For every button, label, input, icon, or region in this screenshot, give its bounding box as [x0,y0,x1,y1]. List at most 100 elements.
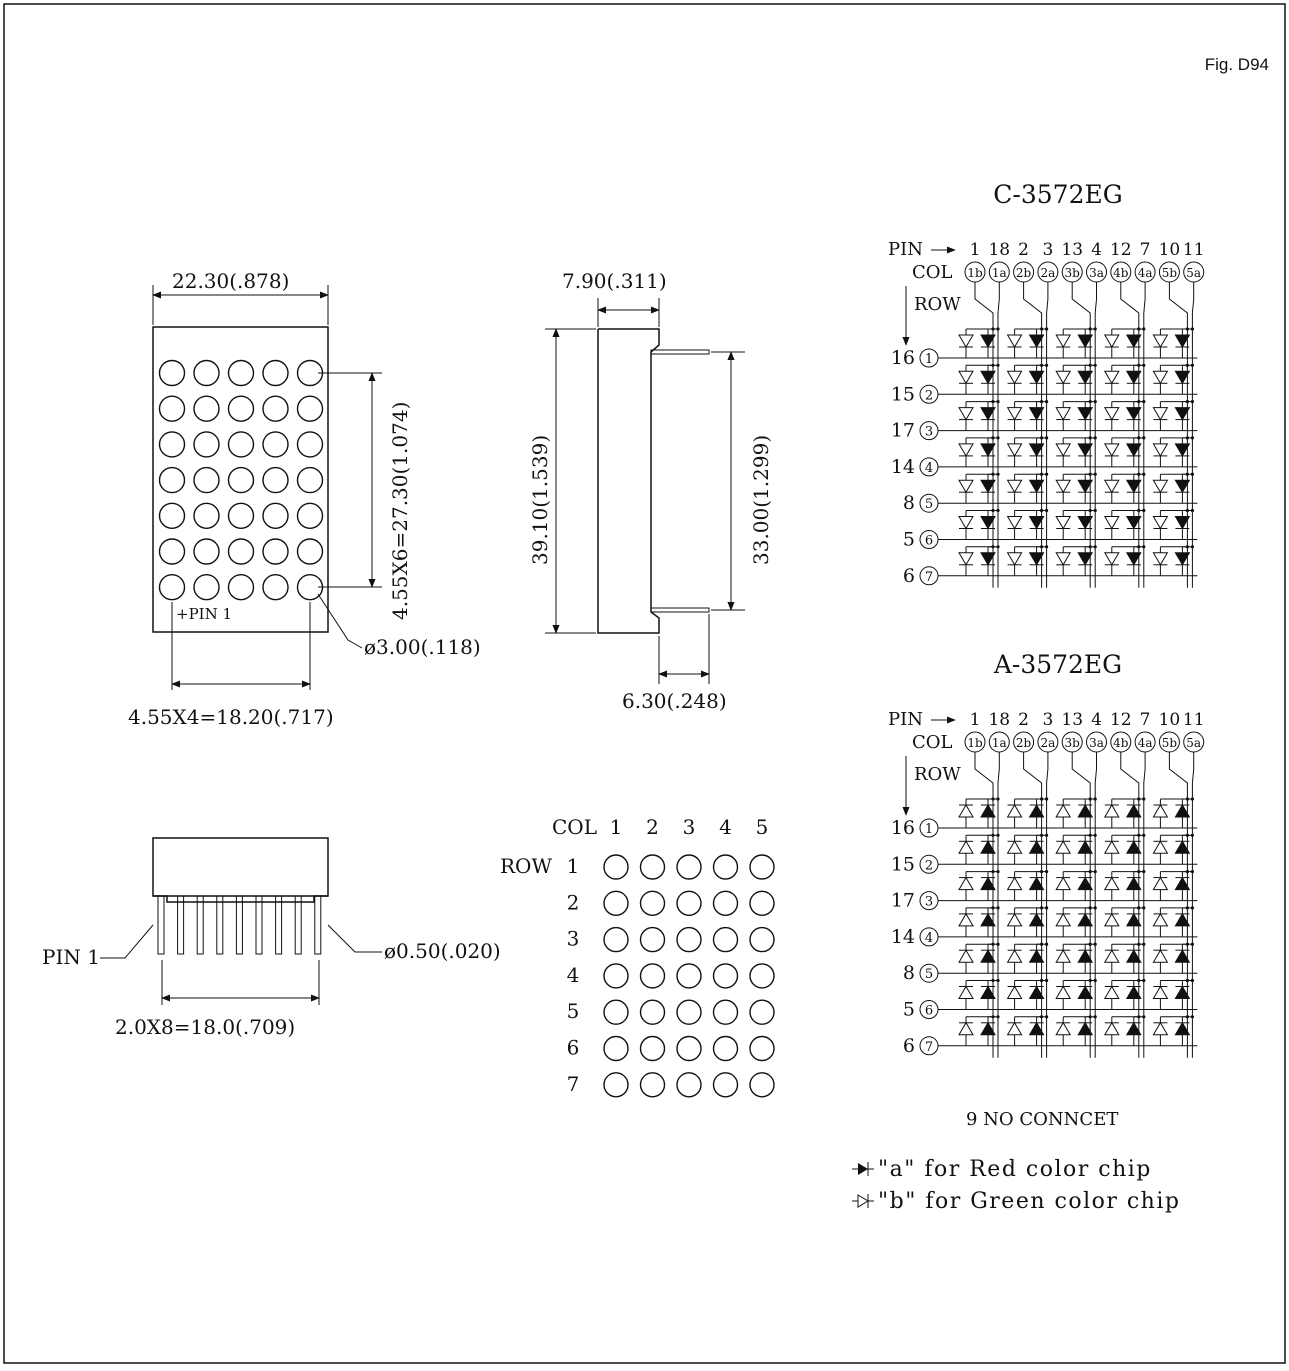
led-green-diode [1006,1021,1023,1036]
matrix-dot [712,926,739,953]
matrix-dot [676,999,702,1025]
schematic-col-name: 5b [1162,736,1178,750]
led-green-diode [958,552,974,566]
matrix-dot [712,963,739,989]
front-pitch-dim: 4.55X4=18.20(.717) [128,705,334,729]
schematic-col-name: 2a [1041,266,1056,280]
bottom-pin [235,895,243,955]
led-green-diode [1152,407,1169,421]
col-bus [1120,752,1140,1058]
led-green-diode [958,912,974,927]
matrix-dot [749,1072,775,1098]
front-dot [262,574,289,601]
schematic-row-num: 3 [925,425,933,440]
led-green-diode [1006,949,1023,963]
schematic-col-pin: 10 [1159,710,1181,730]
schematic-col-pin: 18 [988,710,1010,730]
schematic-pin-label: PIN [888,239,923,260]
matrix-row-number: 7 [567,1072,580,1096]
matrix-dot [712,999,739,1025]
led-green-diode [1103,840,1120,854]
matrix-dot [639,963,666,989]
front-dot [262,538,289,565]
side-height-dim: 39.10(1.539) [528,435,552,565]
schematic-col-name: 3a [1089,266,1104,280]
led-green-diode [958,370,974,385]
led-green-diode [958,804,974,818]
schematic-col-name: 4a [1138,736,1153,750]
led-green-diode [1055,1021,1072,1036]
led-green-diode [1055,479,1072,494]
led-green-diode [1152,443,1169,457]
front-dot [227,395,255,422]
schematic-row-pin: 8 [903,492,915,514]
matrix-dot [639,926,666,953]
matrix-col-number: 2 [646,815,659,839]
col-bus [1191,752,1195,1058]
led-green-diode [1055,949,1072,963]
front-dot [296,502,324,529]
schematic-col-pin: 3 [1042,240,1053,260]
led-green-diode [1006,479,1023,494]
led-green-diode [1152,804,1169,818]
schematic-col-pin: 12 [1110,710,1132,730]
front-dot [158,466,186,494]
matrix-col-number: 5 [756,815,769,839]
led-green-diode [1152,985,1169,999]
front-dot [158,502,186,529]
led-green-diode [1152,370,1169,385]
led-green-diode [1103,552,1120,566]
matrix-row-number: 4 [567,963,580,987]
led-green-diode [1006,370,1023,385]
matrix-dot [603,890,629,916]
schematic-row-pin: 15 [891,383,915,405]
front-dot [227,538,255,565]
front-width-dim: 22.30(.878) [172,269,289,293]
legend-item-green: "b" for Green color chip [878,1189,1180,1214]
pin-diameter-dim: ø0.50(.020) [384,939,501,963]
front-dot [296,538,324,565]
front-dot [193,466,220,494]
matrix-col-number: 4 [719,815,732,839]
schematic-row-pin: 6 [903,1035,915,1057]
schematic-col-pin: 11 [1183,710,1205,730]
matrix-dot [639,854,666,880]
led-green-diode [1103,479,1120,494]
col-bus [1168,282,1188,588]
schematic-row-num: 2 [925,388,933,403]
schematic-col-name: 3b [1065,266,1081,280]
front-dot [262,395,289,422]
schematic-row-num: 7 [925,570,933,585]
col-bus [1046,282,1049,588]
led-green-diode [1006,840,1023,854]
front-dot [193,395,220,422]
col-bus [1143,282,1146,588]
schematic-pin-label: PIN [888,709,923,730]
led-green-diode [1055,876,1072,891]
schematic-row-num: 6 [925,534,933,549]
col-bus [1143,752,1146,1058]
matrix-dot [712,854,739,880]
led-green-diode [1152,949,1169,963]
schematic-col-name: 1b [967,266,983,280]
matrix-dot [639,999,666,1025]
schematic-title: A-3572EG [993,650,1122,679]
schematic-col-name: 1a [992,266,1007,280]
led-green-diode [1152,1021,1169,1036]
matrix-dot [749,890,775,916]
front-dot [296,431,324,458]
led-green-diode [1152,334,1169,348]
schematic-col-pin: 18 [988,240,1010,260]
schematic-row-pin: 15 [891,853,915,875]
matrix-col-label: COL [552,815,597,839]
legend-filled-diode-icon [852,1162,874,1176]
front-dot [227,359,255,387]
matrix-row-number: 5 [567,999,580,1023]
col-bus [1023,752,1043,1058]
led-green-diode [1006,912,1023,927]
side-pin-top [650,349,710,355]
front-dot [158,359,186,387]
